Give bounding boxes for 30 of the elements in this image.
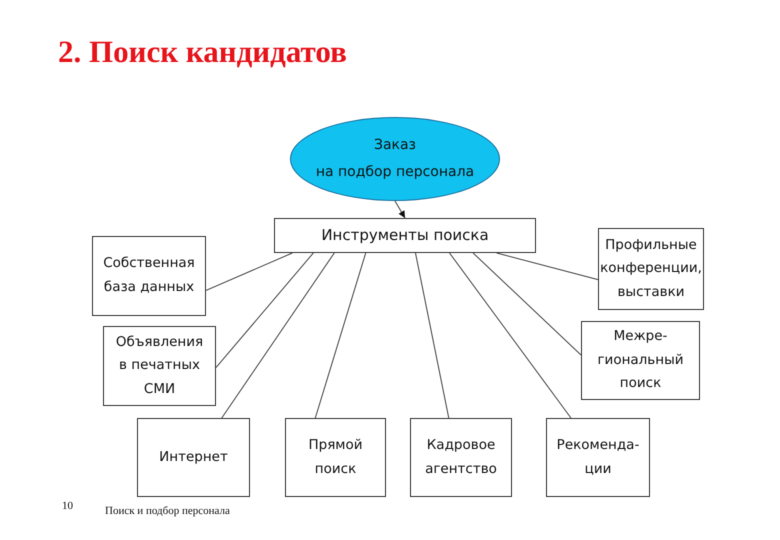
node-text: на подбор персонала: [316, 163, 474, 182]
tool-box: [92, 236, 206, 316]
tool-box: [598, 228, 704, 310]
page-number: 10: [62, 500, 73, 512]
node-text: Объявления в печатных СМИ: [114, 332, 204, 399]
connector-line: [472, 252, 582, 356]
tool-box: [410, 418, 512, 497]
node-text: Кадровое агентство: [424, 436, 498, 478]
node-text: Инструменты поиска: [321, 225, 489, 246]
connector-line: [216, 252, 314, 368]
hub-box: [274, 218, 536, 253]
tool-box: [137, 418, 250, 497]
node-text: Интернет: [159, 448, 228, 467]
tool-box: [103, 326, 216, 406]
arrow: [394, 200, 406, 218]
connector-line: [496, 252, 598, 280]
node-text: Заказ: [374, 136, 416, 156]
connector-line: [449, 252, 572, 418]
tool-box: [285, 418, 386, 497]
connector-line: [206, 252, 293, 291]
slide-title: 2. Поиск кандидатов: [58, 34, 347, 70]
connector-line: [414, 252, 450, 418]
node-text: Межре- гиональный поиск: [596, 327, 685, 394]
node-text: Прямой поиск: [307, 436, 364, 478]
node-text: Рекоменда- ции: [556, 436, 640, 478]
tool-box: [581, 321, 700, 400]
node-text: Собственная база данных: [102, 254, 196, 297]
tool-box: [546, 418, 650, 497]
node-text: Профильные конференции, выставки: [600, 236, 702, 302]
connector-line: [314, 252, 366, 418]
